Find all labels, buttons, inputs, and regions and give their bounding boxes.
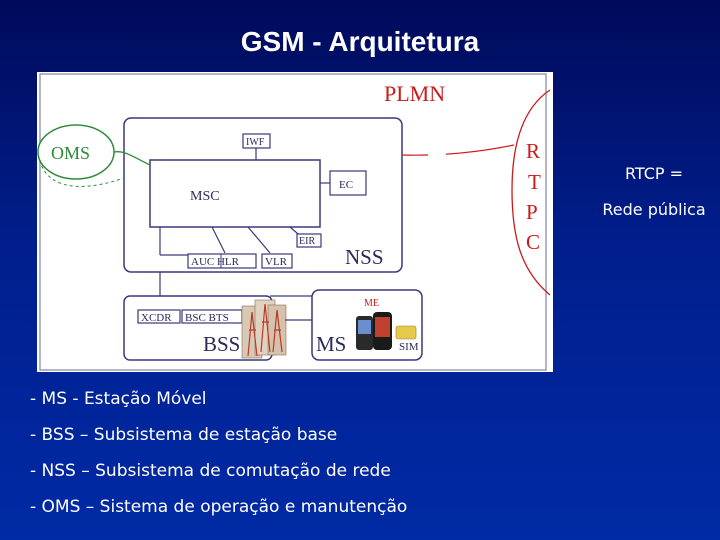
rtpc-letter-p: P [526,200,538,224]
eir-box [296,233,322,248]
iwf-label: IWF [246,137,265,148]
sim-label: SIM [399,341,419,353]
ec-label: EC [339,179,353,191]
list-item-bss: - BSS – Subsistema de estação base [30,425,338,445]
pstn-link [401,144,515,156]
vlr-label: VLR [265,256,288,268]
auc-hlr-box [187,253,257,269]
rtcp-note-line2: Rede pública [602,200,706,219]
rtpc-arc [511,89,551,296]
diagram-panel [37,72,553,372]
xcdr-label: XCDR [141,312,172,324]
rtpc-letter-c: C [526,230,540,254]
vlr-box [261,253,293,269]
antenna-towers-image [241,299,287,359]
ec-box [329,170,367,196]
eir-label: EIR [299,236,315,247]
nss-box [123,117,403,273]
list-item-ms: - MS - Estação Móvel [30,389,207,409]
slide-title: GSM - Arquitetura [240,26,480,57]
xcdr-box [137,309,181,324]
auc-hlr-label: AUC HLR [191,256,240,268]
definitions-list: - MS - Estação Móvel - BSS – Subsistema … [30,388,407,532]
msc-vlr-link [247,226,271,254]
ms-label: MS [316,332,346,356]
msc-box [149,159,321,228]
nss-label: NSS [345,245,384,269]
list-item-nss: - NSS – Subsistema de comutação de rede [30,461,391,481]
bsc-bts-label: BSC BTS [185,312,229,324]
oms-label: OMS [51,143,90,163]
msc-hlr-link [211,226,226,254]
list-item-oms: - OMS – Sistema de operação e manutenção [30,497,408,517]
ms-box [311,289,423,361]
oms-link [113,151,151,166]
rtcp-note-line1: RTCP = [624,164,684,183]
bss-label: BSS [203,332,240,356]
mobile-phones-image [356,312,417,350]
plmn-label: PLMN [384,81,445,106]
oms-ring [39,159,125,187]
me-label: ME [364,298,379,309]
rtpc-letter-r: R [526,139,540,163]
msc-label: MSC [190,189,220,204]
rtpc-letter-t: T [528,170,541,194]
plmn-frame [39,73,547,371]
